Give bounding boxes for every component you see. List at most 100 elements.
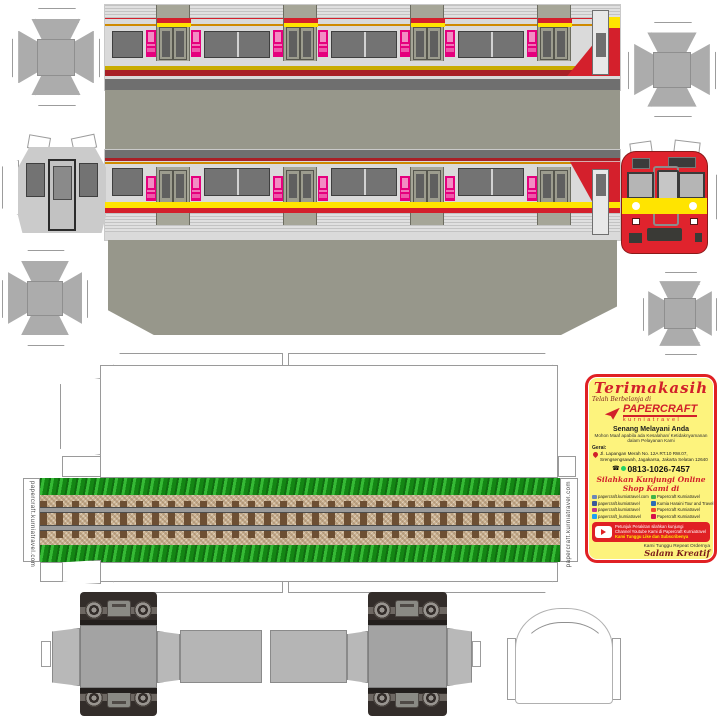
window-divider (491, 32, 493, 57)
passenger-door (156, 167, 191, 225)
priority-sticker (318, 176, 328, 201)
website-text: papercraft.kurniatravel.com (29, 481, 35, 568)
cross-arm-bottom (20, 314, 70, 336)
door-leaf-window (289, 31, 297, 57)
front-yellow-band (622, 198, 707, 214)
card-title: Terimakasih (593, 379, 709, 397)
side-window (112, 31, 143, 58)
door-leaf-window (162, 174, 170, 198)
box-left-tab (62, 456, 101, 477)
cross-center (653, 52, 691, 88)
gearbox-slot (400, 701, 414, 704)
sticker-glyphs (446, 190, 454, 192)
rear-window-left (26, 163, 45, 197)
repeat-order-text: Kami Tunggu Repeat Ordernya (643, 543, 710, 549)
sticker-glyphs (446, 194, 454, 198)
address-line-1: Jl. Lapangan Merah No. 12A RT.10 RW.07, (600, 451, 688, 457)
social-row: papercraft.kurniatravel (592, 500, 651, 507)
thin-amber-line (105, 24, 620, 26)
gearbox (395, 600, 419, 617)
rail-bottom (40, 525, 560, 531)
priority-sticker (191, 30, 201, 57)
window-divider (237, 32, 239, 57)
gearbox-slot (400, 604, 414, 607)
box-bottom-band (40, 562, 558, 582)
front-window-right (678, 172, 705, 199)
bogie-flap-right (447, 628, 472, 686)
side-text-strip-left: papercraft.kurniatravel.com (23, 478, 40, 567)
sticker-glyphs (401, 194, 409, 198)
cab-door-outline (592, 169, 609, 235)
sticker-glyphs (320, 32, 326, 42)
globe-icon (592, 494, 597, 500)
sticker-glyphs (274, 48, 282, 52)
tokopedia-icon (651, 494, 656, 500)
headlight-left (632, 202, 640, 210)
sticker-glyphs (275, 178, 281, 188)
passenger-door (537, 167, 572, 225)
box-top-panel (100, 365, 558, 478)
card-subtitle: Telah Berbelanja di (592, 396, 652, 403)
side-window (331, 31, 397, 58)
train-body-template (105, 5, 620, 335)
side-window (112, 168, 143, 196)
cab-yellow-corner (607, 17, 620, 28)
sticker-glyphs (274, 194, 282, 198)
belt-yellow-line (105, 66, 620, 70)
youtube-banner: Petunjuk Perakitan silahkan kunjungi Cha… (592, 521, 710, 542)
roof-panel-b (108, 240, 617, 335)
passenger-door (410, 5, 445, 61)
priority-sticker (400, 30, 410, 57)
gearbox (395, 691, 419, 708)
sticker-glyphs (446, 48, 454, 52)
sticker-glyphs (401, 48, 409, 52)
door-leaf-window (303, 31, 311, 57)
cross-center (664, 298, 696, 330)
wheel-icon (85, 601, 103, 619)
thin-red-line (105, 158, 620, 161)
roof-panel-a (105, 90, 620, 150)
arch-inner-line (520, 622, 610, 664)
door-leaf-window (543, 174, 551, 198)
sticker-glyphs (319, 48, 327, 52)
sticker-glyphs (401, 44, 409, 46)
marker-light-right (690, 218, 698, 225)
glue-cross-mid-right (643, 272, 717, 355)
thin-red-line (105, 18, 620, 19)
priority-sticker (273, 30, 283, 57)
wheel-icon (422, 601, 440, 619)
side-window (204, 31, 270, 58)
cross-arm-left (648, 291, 666, 336)
youtube-line-1: Petunjuk Perakitan silahkan kunjungi (615, 523, 684, 529)
brand-sub-name: kurniatravel (622, 417, 682, 423)
cross-arm-right (73, 30, 94, 84)
closing-text: Salam Kreatif (644, 548, 710, 559)
sticker-glyphs (528, 48, 536, 52)
belt-bright-yellow (105, 202, 620, 208)
sticker-glyphs (319, 194, 327, 198)
apology-line-1: Mohon Maaf apabila ada Kesalahan/ Ketida… (594, 432, 708, 438)
door-leaf-window (430, 174, 438, 198)
glue-cross-mid-left (2, 250, 88, 346)
passenger-door (283, 5, 318, 61)
door-leaf-window (557, 31, 565, 57)
frame-bottom-strip (80, 688, 157, 693)
side-window (204, 168, 270, 196)
door-stripe-band (538, 18, 572, 27)
train-side-a (105, 5, 620, 90)
priority-sticker (400, 176, 410, 201)
door-leaf-window (557, 174, 565, 198)
sticker-glyphs (528, 44, 536, 46)
fold-tab (2, 160, 19, 215)
destination-sign-right (668, 157, 696, 168)
gearbox (107, 691, 131, 708)
address-line-2: Srengsengsawah, Jagakarsa, Jakarta Selat… (600, 456, 708, 462)
cross-arm-top (647, 32, 697, 54)
instagram-icon (592, 507, 597, 513)
sticker-glyphs (447, 178, 453, 188)
sticker-glyphs (529, 178, 535, 188)
youtube-icon (595, 525, 612, 538)
